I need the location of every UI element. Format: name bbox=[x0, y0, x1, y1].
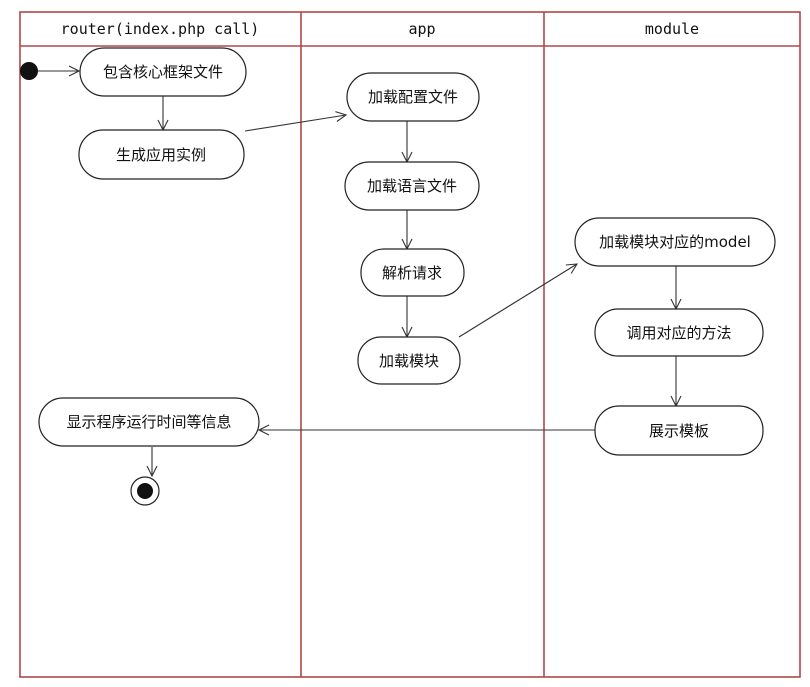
node-create-instance-label: 生成应用实例 bbox=[116, 146, 206, 164]
node-load-config: 加载配置文件 bbox=[346, 72, 480, 122]
node-show-runtime-label: 显示程序运行时间等信息 bbox=[66, 413, 231, 431]
node-load-module-label: 加载模块 bbox=[379, 352, 439, 370]
node-parse-request: 解析请求 bbox=[360, 248, 465, 297]
node-show-template-label: 展示模板 bbox=[649, 422, 709, 440]
start-node bbox=[20, 62, 38, 80]
node-load-lang-label: 加载语言文件 bbox=[367, 177, 457, 195]
node-show-template: 展示模板 bbox=[594, 405, 764, 456]
arrow-instance-to-config bbox=[244, 115, 346, 132]
node-parse-request-label: 解析请求 bbox=[382, 264, 442, 282]
lane-title-app: app bbox=[408, 20, 435, 38]
swimlanes bbox=[19, 11, 801, 678]
node-include-core-label: 包含核心框架文件 bbox=[103, 63, 223, 81]
node-call-method-label: 调用对应的方法 bbox=[626, 324, 731, 342]
node-load-module: 加载模块 bbox=[357, 336, 461, 385]
arrow-module-to-model bbox=[458, 264, 577, 338]
node-show-runtime: 显示程序运行时间等信息 bbox=[38, 397, 260, 447]
lane-title-router: router(index.php call) bbox=[61, 20, 260, 38]
node-create-instance: 生成应用实例 bbox=[78, 129, 245, 180]
node-include-core: 包含核心框架文件 bbox=[79, 47, 247, 97]
node-load-config-label: 加载配置文件 bbox=[368, 88, 458, 106]
node-load-model-label: 加载模块对应的model bbox=[599, 233, 751, 251]
swimlane-frame bbox=[19, 11, 801, 678]
node-load-model: 加载模块对应的model bbox=[574, 217, 776, 267]
node-load-lang: 加载语言文件 bbox=[344, 161, 480, 211]
end-node bbox=[130, 476, 160, 506]
lane-title-module: module bbox=[645, 20, 699, 38]
node-call-method: 调用对应的方法 bbox=[594, 308, 764, 357]
flow-arrows bbox=[38, 71, 676, 476]
